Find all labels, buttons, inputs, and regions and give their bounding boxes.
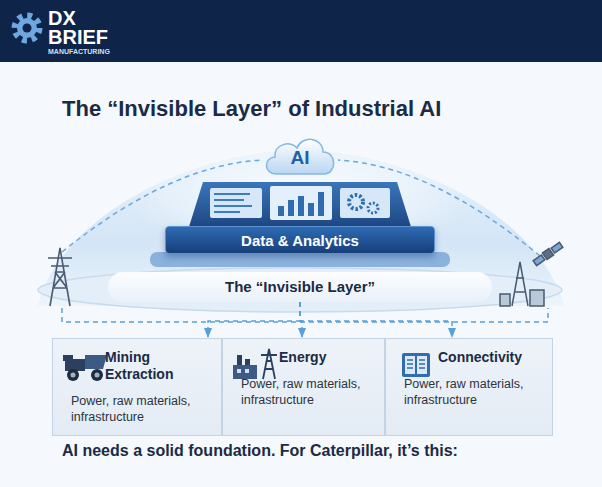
box-icon	[61, 349, 109, 383]
logo-text: DX	[48, 8, 76, 28]
header-bar	[0, 0, 602, 62]
analytics-slab: Data & Analytics	[165, 226, 435, 254]
cloud-node: AI	[262, 132, 338, 178]
dashboard	[188, 182, 412, 230]
node-heading: Energy	[279, 349, 376, 366]
box-icon	[231, 347, 279, 381]
foundation-box: ConnectivityPower, raw materials, infras…	[385, 338, 553, 436]
gear-logo	[15, 16, 39, 40]
logo-subtext: MANUFACTURING	[48, 48, 110, 55]
node-body: Power, raw materials, infrastructure	[241, 376, 376, 408]
node-heading: Mining Extraction	[105, 349, 189, 383]
caption: AI needs a solid foundation. For Caterpi…	[62, 442, 458, 460]
foundation-box: EnergyPower, raw materials, infrastructu…	[222, 338, 385, 436]
node-body: Power, raw materials, infrastructure	[71, 393, 213, 425]
node-body: Power, raw materials, infrastructure	[404, 376, 544, 408]
foundation-box: Mining ExtractionPower, raw materials, i…	[52, 338, 222, 436]
logo-text: BRIEF	[48, 27, 108, 47]
dashed-connector	[300, 302, 452, 337]
box-icon	[400, 349, 432, 381]
invisible-layer-band: The “Invisible Layer”	[108, 272, 492, 302]
dashed-connector	[208, 302, 300, 337]
node-heading: Data & Analytics	[166, 227, 434, 249]
ground	[0, 62, 602, 487]
node-heading: Connectivity	[438, 349, 544, 366]
node-heading: AI	[262, 132, 338, 169]
dashed-feed-lines	[62, 308, 548, 322]
dashed-connector	[300, 302, 302, 337]
base-slab	[150, 252, 450, 267]
node-heading: The “Invisible Layer”	[108, 272, 492, 295]
title: The “Invisible Layer” of Industrial AI	[62, 96, 441, 122]
power-pylon	[48, 248, 72, 306]
satellite-tower	[500, 242, 563, 306]
